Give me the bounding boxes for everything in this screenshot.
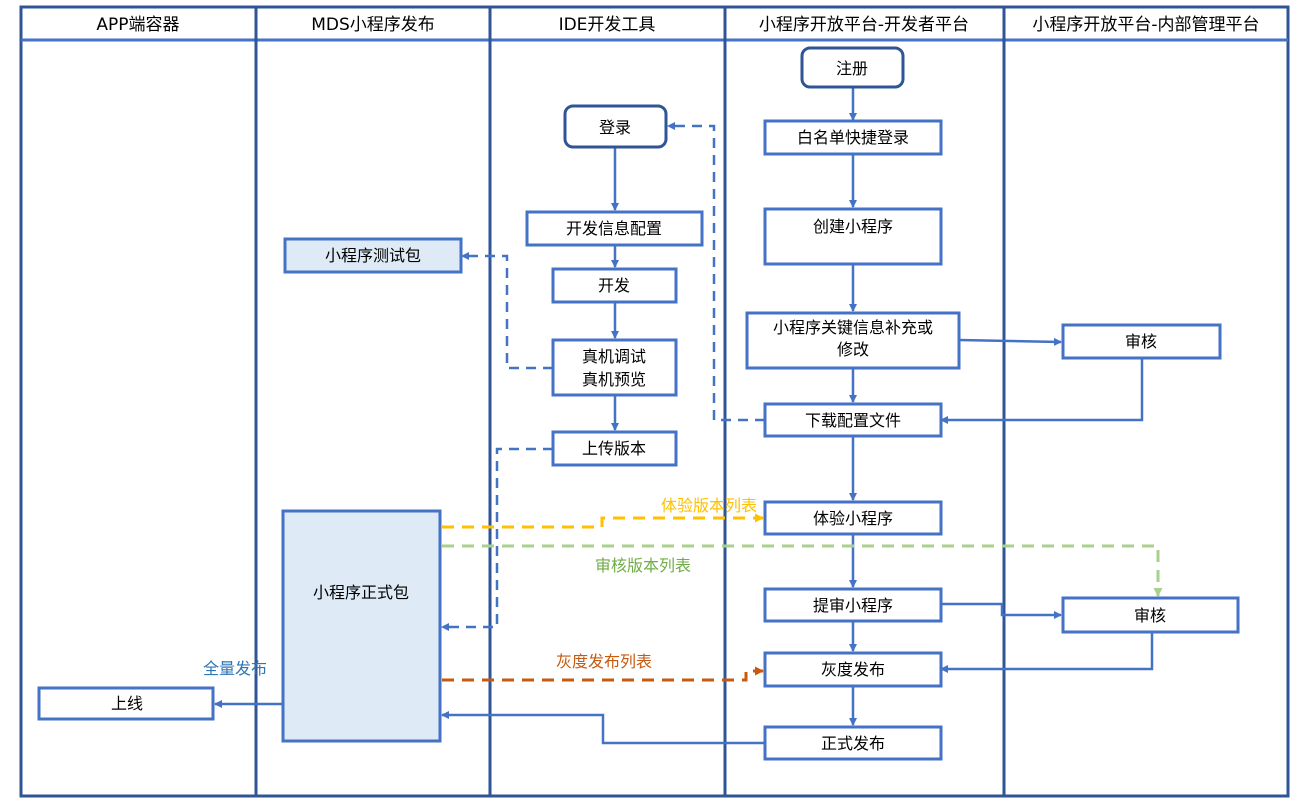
node-submit-review[interactable]: 提审小程序 bbox=[763, 587, 943, 623]
edge-review2-to-gray bbox=[940, 632, 1154, 673]
node-label: 审核 bbox=[1125, 332, 1157, 351]
node-online[interactable]: 上线 bbox=[37, 686, 215, 721]
node-label: 下载配置文件 bbox=[805, 411, 901, 430]
node-label: 真机预览 bbox=[582, 370, 646, 389]
node-review-2[interactable]: 审核 bbox=[1061, 596, 1240, 634]
node-trial-mini-program[interactable]: 体验小程序 bbox=[763, 500, 943, 536]
node-label: 审核 bbox=[1134, 606, 1166, 625]
node-label: 开发 bbox=[598, 276, 630, 295]
lane-title-admin-platform: 小程序开放平台-内部管理平台 bbox=[1032, 15, 1259, 35]
node-label: 修改 bbox=[837, 340, 869, 359]
edge-trial-version-list bbox=[442, 513, 764, 529]
label-trial-version-list: 体验版本列表 bbox=[661, 496, 757, 515]
edge-upload-to-formal-package bbox=[441, 447, 553, 631]
edges bbox=[214, 87, 1163, 745]
node-official-release[interactable]: 正式发布 bbox=[763, 725, 943, 761]
node-label: 体验小程序 bbox=[813, 509, 893, 528]
node-supplement-info[interactable]: 小程序关键信息补充或 修改 bbox=[745, 311, 961, 370]
node-whitelist-login[interactable]: 白名单快捷登录 bbox=[763, 119, 943, 156]
node-label: 白名单快捷登录 bbox=[797, 128, 909, 147]
node-label: 正式发布 bbox=[821, 734, 885, 753]
node-label: 小程序正式包 bbox=[313, 583, 409, 602]
edge-supplement-to-review bbox=[958, 337, 1062, 346]
nodes: 注册 白名单快捷登录 创建小程序 小程序关键信息补充或 修改 下载配置文件 体验… bbox=[37, 46, 1240, 761]
node-test-package[interactable]: 小程序测试包 bbox=[283, 237, 463, 274]
node-label: 上线 bbox=[111, 694, 143, 713]
lane-outer-border bbox=[19, 5, 1290, 798]
node-formal-package[interactable]: 小程序正式包 bbox=[281, 509, 442, 743]
edge-gray-release-list bbox=[442, 666, 764, 682]
lane-title-ide: IDE开发工具 bbox=[559, 15, 656, 35]
label-review-version-list: 审核版本列表 bbox=[595, 556, 691, 575]
node-debug-preview[interactable]: 真机调试 真机预览 bbox=[551, 338, 678, 397]
edge-review-version-list bbox=[442, 544, 1163, 597]
label-gray-release-list: 灰度发布列表 bbox=[556, 652, 652, 671]
node-label: 真机调试 bbox=[582, 347, 646, 366]
node-review-1[interactable]: 审核 bbox=[1061, 323, 1222, 360]
lane-title-mds: MDS小程序发布 bbox=[311, 15, 435, 35]
edge-debug-to-test-package bbox=[461, 252, 553, 370]
node-label: 上传版本 bbox=[582, 439, 646, 458]
lane-title-dev-platform: 小程序开放平台-开发者平台 bbox=[759, 15, 969, 35]
edge-submit-to-review2 bbox=[941, 602, 1062, 619]
node-download-config[interactable]: 下载配置文件 bbox=[763, 402, 943, 438]
node-label: 提审小程序 bbox=[813, 596, 893, 615]
node-upload-version[interactable]: 上传版本 bbox=[551, 430, 678, 467]
node-label: 小程序关键信息补充或 bbox=[773, 318, 933, 337]
edge-download-to-login bbox=[667, 122, 765, 422]
node-label: 开发信息配置 bbox=[566, 219, 662, 238]
node-gray-release[interactable]: 灰度发布 bbox=[763, 651, 943, 688]
node-login[interactable]: 登录 bbox=[563, 104, 668, 149]
edge-official-to-formal-package bbox=[441, 711, 765, 745]
lane-title-app: APP端容器 bbox=[96, 15, 179, 35]
edge-labels: 体验版本列表 审核版本列表 灰度发布列表 全量发布 bbox=[203, 496, 757, 678]
node-label: 登录 bbox=[599, 118, 631, 137]
node-label: 创建小程序 bbox=[813, 217, 893, 236]
edge-review-to-download bbox=[940, 358, 1144, 424]
node-label: 注册 bbox=[836, 59, 868, 78]
node-label: 小程序测试包 bbox=[325, 246, 421, 265]
node-develop[interactable]: 开发 bbox=[551, 267, 678, 304]
node-create-mini-program[interactable]: 创建小程序 bbox=[763, 207, 943, 266]
label-full-release: 全量发布 bbox=[203, 659, 267, 678]
lane-headers: APP端容器 MDS小程序发布 IDE开发工具 小程序开放平台-开发者平台 小程… bbox=[96, 15, 1259, 35]
node-label: 灰度发布 bbox=[821, 660, 885, 679]
node-dev-info-config[interactable]: 开发信息配置 bbox=[525, 210, 704, 247]
node-register[interactable]: 注册 bbox=[800, 46, 905, 89]
swimlane-frame bbox=[19, 5, 1290, 798]
